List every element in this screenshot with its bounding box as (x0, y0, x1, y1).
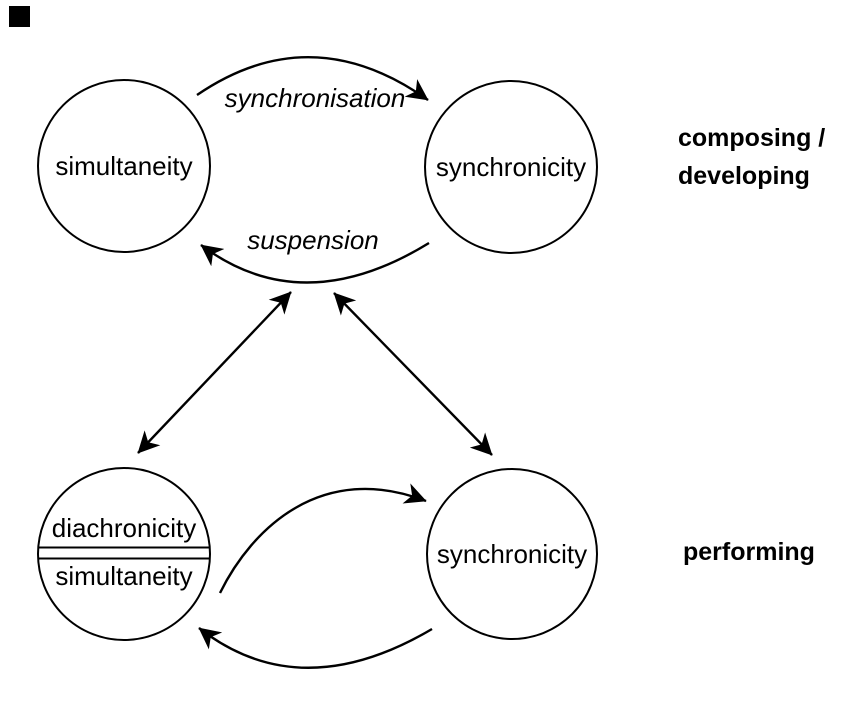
bottom-return-arrow (198, 627, 433, 669)
suspension-arrow (200, 241, 430, 284)
synchronisation-edge-label: synchronisation (225, 83, 406, 113)
node-synchronicity-bottom-label: synchronicity (437, 539, 587, 569)
node-diachronicity-simultaneity-circle (37, 467, 211, 641)
node-synchronicity-bottom-circle (426, 468, 598, 640)
corner-square-mark (9, 6, 30, 27)
node-simultaneity-label: simultaneity (55, 151, 192, 181)
node-simultaneity-circle (37, 79, 211, 253)
composing-developing-label-line2: developing (678, 162, 810, 190)
suspension-edge-label: suspension (247, 225, 379, 255)
bottom-forward-arrow (218, 483, 427, 594)
right-double-arrow (333, 292, 493, 456)
performing-label: performing (683, 538, 815, 566)
node-diachronicity-label: diachronicity (52, 513, 197, 543)
node-synchronicity-top-label: synchronicity (436, 152, 586, 182)
node-synchronicity-top-circle (424, 80, 598, 254)
composing-developing-label-line1: composing / (678, 124, 825, 152)
synchronisation-arrow (196, 56, 429, 101)
node-simultaneity-bottom-label: simultaneity (55, 561, 192, 591)
left-double-arrow (137, 291, 292, 454)
